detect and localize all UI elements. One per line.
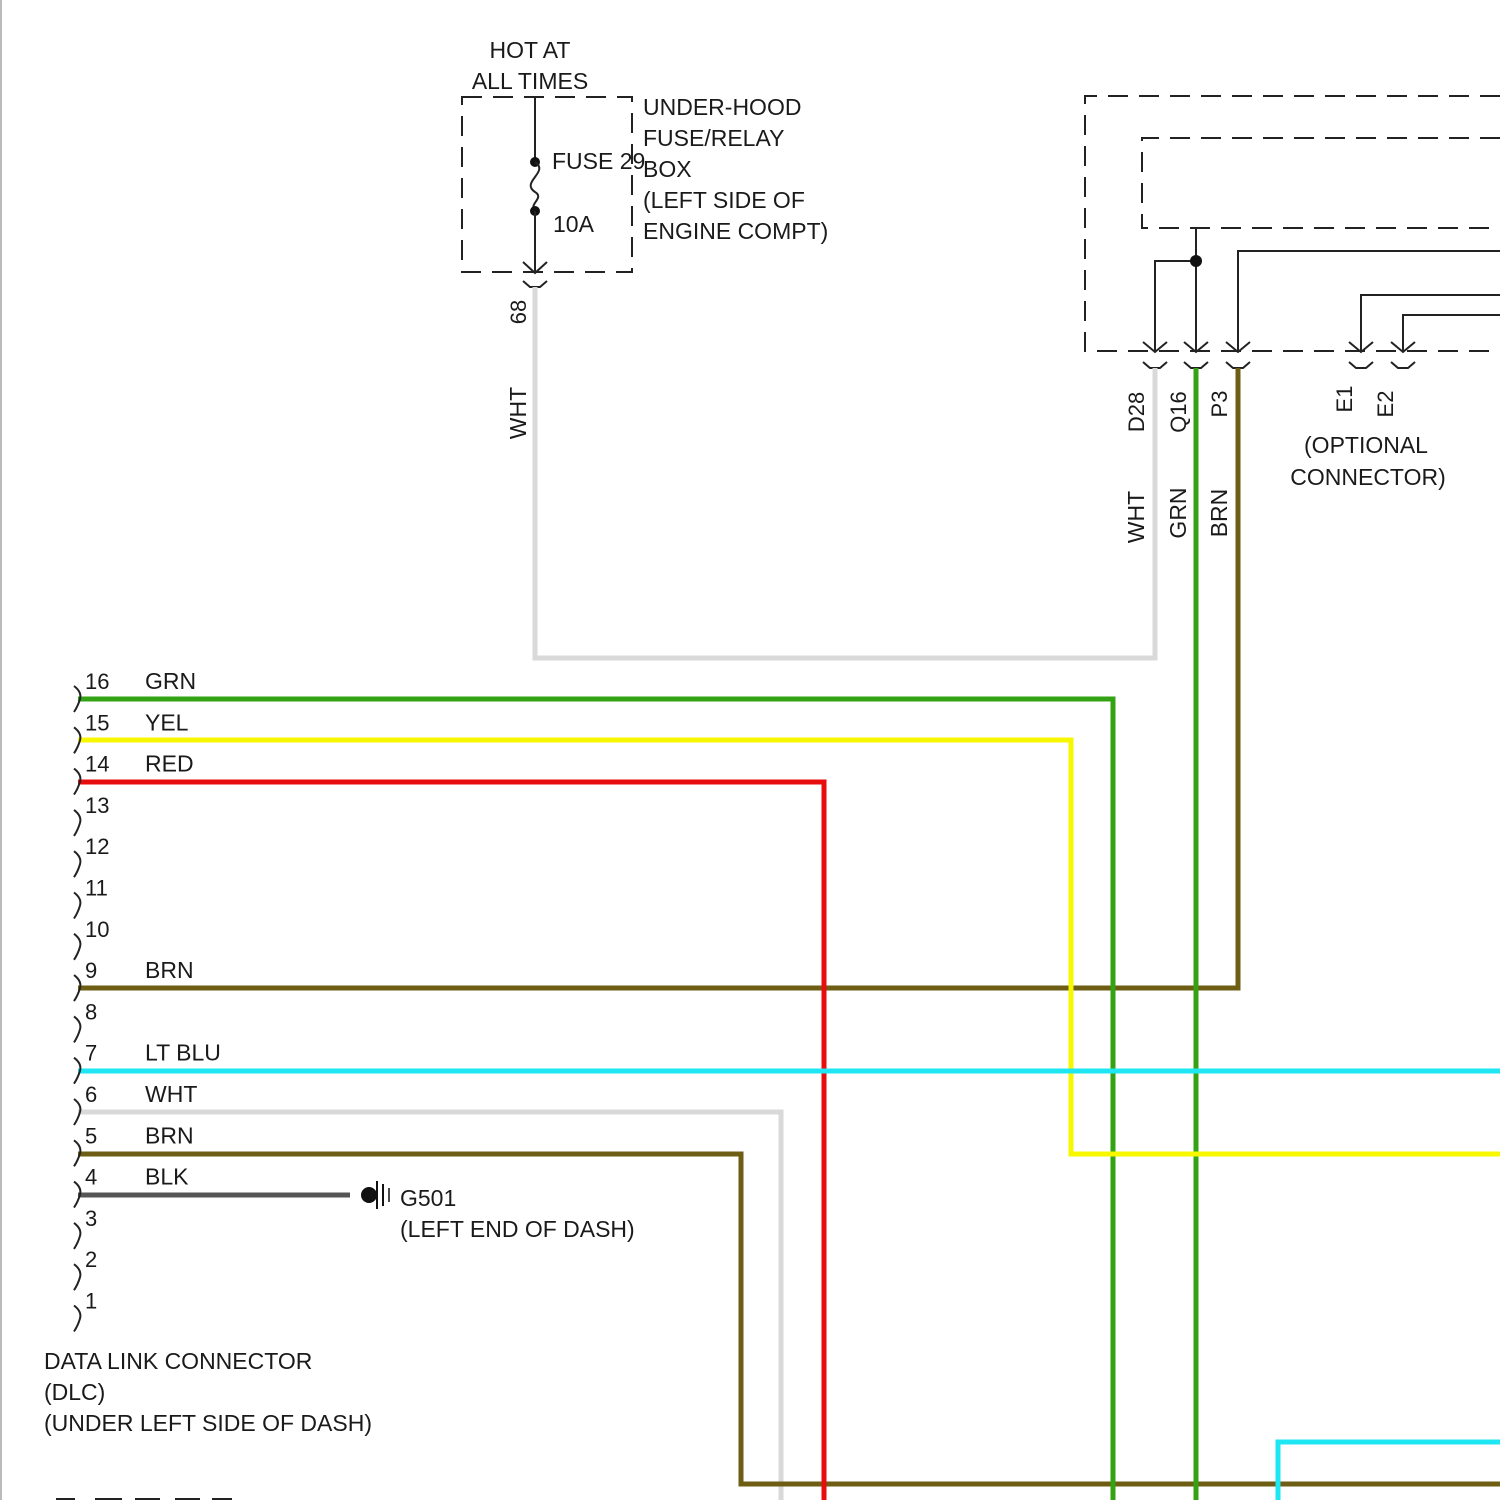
ground-g501: G501 (LEFT END OF DASH) [361, 1181, 635, 1242]
dlc-pin-1-number: 1 [85, 1289, 97, 1314]
terminal-e1-label: E1 [1332, 386, 1357, 413]
hot-at-label: HOT AT [490, 37, 571, 63]
dlc-pin-7-number: 7 [85, 1041, 97, 1066]
ground-location-label: (LEFT END OF DASH) [400, 1216, 635, 1242]
dlc-pin-10-socket-icon [74, 934, 80, 960]
data-link-connector-label: DATA LINK CONNECTOR (DLC) (UNDER LEFT SI… [44, 1348, 372, 1436]
fuse-number-label: FUSE 29 [552, 148, 645, 174]
dlc-name-2: (DLC) [44, 1379, 105, 1405]
terminal-68-label: 68 [506, 300, 531, 324]
fuse-rating-label: 10A [553, 211, 595, 237]
wht-wire-label-fuse: WHT [505, 387, 531, 439]
all-times-label: ALL TIMES [472, 68, 588, 94]
module-internal-d28 [1155, 261, 1196, 351]
dlc-pin-14-socket-icon [74, 769, 80, 795]
wire-label-q16: GRN [1165, 487, 1191, 538]
dlc-pin-1-socket-icon [74, 1306, 80, 1332]
wire-grn-pin16 [78, 699, 1113, 1500]
dlc-pin-16-socket-icon [74, 686, 80, 712]
wire-label-d28: WHT [1123, 491, 1149, 543]
wire-ltblu-lower [1278, 1442, 1500, 1500]
wires [78, 287, 1500, 1500]
dlc-pin-5-wire-color: BRN [145, 1122, 194, 1148]
dlc-name-3: (UNDER LEFT SIDE OF DASH) [44, 1410, 372, 1436]
dlc-pin-11-number: 11 [85, 876, 108, 901]
connector-socket-icon [523, 281, 547, 287]
wire-yel-pin15 [78, 740, 1500, 1154]
dlc-pin-12-socket-icon [74, 851, 80, 877]
wire-wht-fuse-to-d28 [535, 287, 1155, 658]
module-internal-e2 [1403, 315, 1500, 351]
optional-connector-label-2: CONNECTOR) [1290, 464, 1445, 490]
dlc-pin-6-wire-color: WHT [145, 1081, 197, 1107]
module-outline-inner [1142, 138, 1500, 228]
dlc-pin-9-socket-icon [74, 975, 80, 1001]
dlc-pin-15-socket-icon [74, 727, 80, 753]
dlc-pin-6-number: 6 [85, 1082, 97, 1107]
splice-dot [1190, 255, 1202, 267]
dlc-pin-9-number: 9 [85, 958, 97, 983]
dlc-pin-5-number: 5 [85, 1123, 97, 1148]
dlc-pin-8-socket-icon [74, 1016, 80, 1042]
dlc-pin-11-socket-icon [74, 893, 80, 919]
dlc-pin-3-number: 3 [85, 1206, 97, 1231]
dlc-pin-15-wire-color: YEL [145, 709, 189, 735]
dlc-pin-9-wire-color: BRN [145, 957, 194, 983]
dlc-pin-2-socket-icon [74, 1264, 80, 1290]
under-hood-fuse-box: HOT AT ALL TIMES FUSE 29 10A UNDER-HOOD … [462, 37, 828, 439]
module-outline-outer [1085, 96, 1500, 351]
terminal-p3-label: P3 [1207, 391, 1232, 418]
terminal-q16-label: Q16 [1166, 391, 1191, 433]
dlc-pin-8-number: 8 [85, 999, 97, 1024]
wire-label-p3: BRN [1206, 489, 1232, 538]
fuse-box-name-1: UNDER-HOOD [643, 94, 801, 120]
dlc-pin-15-number: 15 [85, 710, 109, 735]
dlc-pin-16-number: 16 [85, 669, 109, 694]
dlc-pin-12-number: 12 [85, 834, 109, 859]
optional-connector-label-1: (OPTIONAL [1304, 432, 1428, 458]
fuse-icon [531, 162, 540, 211]
dlc-pin-16-wire-color: GRN [145, 668, 196, 694]
fuse-box-name-3: BOX [643, 156, 692, 182]
dlc-pin-4-number: 4 [85, 1165, 97, 1190]
module-internal-p3 [1238, 251, 1500, 351]
module-internal-e1 [1361, 295, 1500, 351]
ground-name-label: G501 [400, 1185, 456, 1211]
fuse-box-name-2: FUSE/RELAY [643, 125, 784, 151]
dlc-pin-6-socket-icon [74, 1099, 80, 1125]
dlc-pin-5-socket-icon [74, 1140, 80, 1166]
dlc-pin-13-number: 13 [85, 793, 109, 818]
fuse-box-outline [462, 97, 632, 272]
ground-point-icon [361, 1187, 377, 1203]
dlc-pin-14-number: 14 [85, 752, 109, 777]
dlc-pin-3-socket-icon [74, 1223, 80, 1249]
terminal-e2-label: E2 [1373, 391, 1398, 418]
dlc-pin-7-socket-icon [74, 1058, 80, 1084]
dlc-name-1: DATA LINK CONNECTOR [44, 1348, 312, 1374]
dlc-pin-4-wire-color: BLK [145, 1164, 189, 1190]
dlc-pin-10-number: 10 [85, 917, 109, 942]
control-module: D28 Q16 P3 E1 E2 WHT GRN BRN (OPTIONAL C… [1085, 96, 1500, 543]
dlc-pin-13-socket-icon [74, 810, 80, 836]
module-connectors [1143, 342, 1415, 368]
dlc-pin-14-wire-color: RED [145, 751, 194, 777]
dlc-pin-4-socket-icon [74, 1182, 80, 1208]
wire-brn-pin9-to-p3 [78, 368, 1238, 988]
fuse-box-name-5: ENGINE COMPT) [643, 218, 828, 244]
dlc-pin-7-wire-color: LT BLU [145, 1040, 221, 1066]
fuse-box-name-4: (LEFT SIDE OF [643, 187, 805, 213]
dlc-pin-2-number: 2 [85, 1247, 97, 1272]
terminal-d28-label: D28 [1124, 392, 1149, 432]
